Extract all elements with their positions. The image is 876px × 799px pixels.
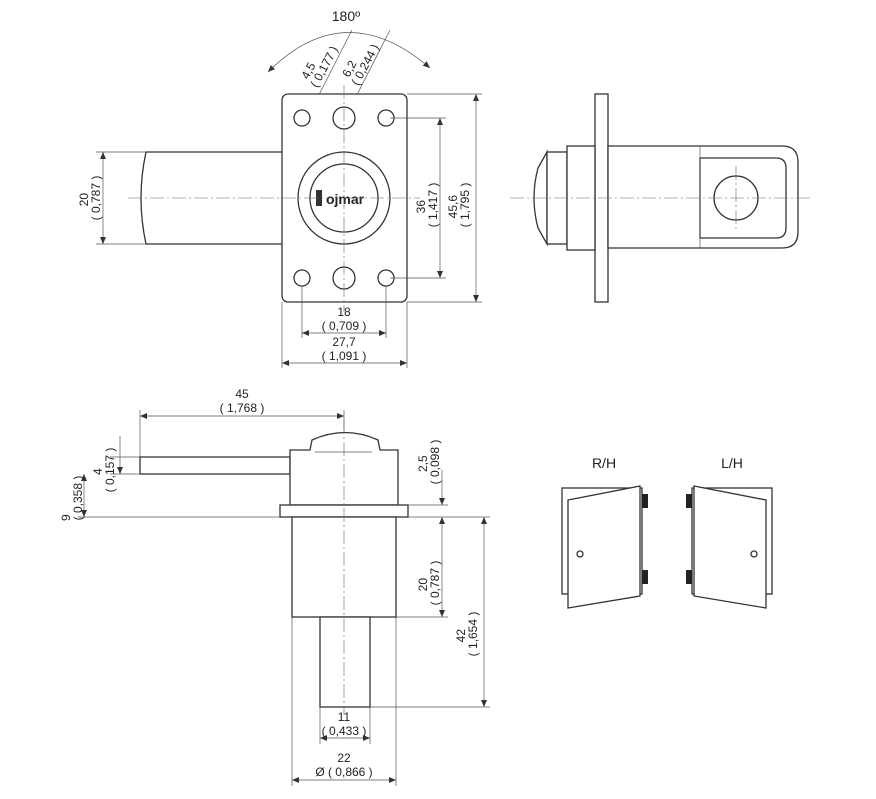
key-slot <box>316 190 322 206</box>
rotation-arc <box>267 32 431 73</box>
side-cam <box>607 145 799 249</box>
d-11-in: ( 0,433 ) <box>322 724 367 738</box>
hole-large-label: 6,2 ( 0,244 ) <box>338 36 382 88</box>
front-view: 45 ( 1,768 ) 4 ( 0,157 ) 9 ( 0,358 ) 2,5… <box>59 387 490 786</box>
d-25-label: 2,5 ( 0,098 ) <box>416 440 442 485</box>
d-22-in: Ø ( 0,866 ) <box>315 765 372 779</box>
plate-hole <box>293 109 311 127</box>
door-knob <box>750 550 758 558</box>
door-leaf <box>693 485 767 609</box>
cam-arm <box>139 456 291 475</box>
len-45-in: ( 1,768 ) <box>220 401 265 415</box>
door-knob <box>576 550 584 558</box>
left-hand-label: L/H <box>721 455 743 471</box>
hinge <box>686 494 692 508</box>
width-277-in: ( 1,091 ) <box>322 349 367 363</box>
hinge <box>686 570 692 584</box>
door-left-hand: L/H <box>686 455 773 609</box>
height-36-label: 36 ( 1,417 ) <box>414 183 440 228</box>
hinge <box>642 570 648 584</box>
hinge <box>642 494 648 508</box>
len-45-mm: 45 <box>235 387 249 401</box>
d-20-label: 20 ( 0,787 ) <box>416 561 442 606</box>
d-11-mm: 11 <box>338 710 351 724</box>
rotation-label: 180º <box>332 8 360 24</box>
d-9-label: 9 ( 0,358 ) <box>59 476 85 521</box>
d-22-mm: 22 <box>337 751 351 765</box>
door-right-hand: R/H <box>561 455 648 609</box>
side-cam-inner <box>699 157 787 239</box>
hole-small-label: 4,5 ( 0,177 ) <box>297 38 341 90</box>
d-42-label: 42 ( 1,654 ) <box>454 612 480 657</box>
width-18-in: ( 0,709 ) <box>322 319 367 333</box>
top-view: 180º 4,5 ( 0,177 ) 6,2 ( 0,244 ) ojmar <box>77 8 482 368</box>
brand-logo: ojmar <box>326 191 365 207</box>
height-456-label: 45,6 ( 1,795 ) <box>446 183 472 228</box>
front-shaft <box>319 616 371 708</box>
width-18-mm: 18 <box>337 305 351 319</box>
door-leaf <box>567 485 641 609</box>
width-277-mm: 27,7 <box>332 335 356 349</box>
height-left-label: 20 ( 0,787 ) <box>77 176 103 221</box>
side-view <box>510 93 812 303</box>
d-4-label: 4 ( 0,157 ) <box>91 448 117 493</box>
right-hand-label: R/H <box>592 455 616 471</box>
